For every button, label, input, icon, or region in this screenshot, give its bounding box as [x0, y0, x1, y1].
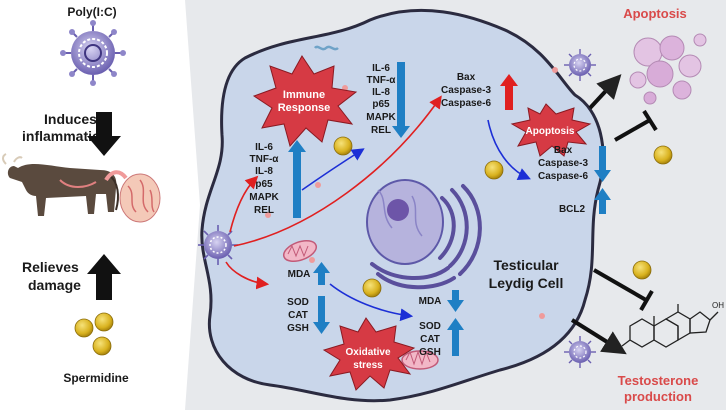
induces-text: Induces [44, 111, 97, 127]
oh-group: OH [712, 301, 724, 310]
promotes-arrow [588, 74, 622, 110]
inflammation-text: inflammation [22, 128, 109, 144]
marker-mapk: MAPK [249, 192, 279, 203]
damage-text: damage [28, 277, 81, 293]
er-icon [370, 184, 482, 290]
marker-il6: IL-6 [372, 63, 390, 74]
marker-cat: CAT [420, 334, 440, 345]
promotes-arrow [570, 318, 627, 355]
oxygen-atom: O [614, 343, 620, 352]
mitochondria-icon [282, 239, 439, 370]
up-arrow-icon [500, 74, 518, 110]
nucleus-icon [366, 179, 444, 265]
virus-icon [564, 336, 596, 368]
marker-caspase3: Caspase-3 [441, 85, 491, 96]
apoptosis-burst-label: Apoptosis [526, 126, 575, 137]
marker-sod: SOD [287, 297, 309, 308]
marker-p65: p65 [255, 179, 273, 190]
polyic-label: Poly(I:C) [67, 5, 116, 19]
relieves-text: Relieves [22, 259, 79, 275]
marker-bax: Bax [457, 72, 476, 83]
spermidine-icon [74, 312, 114, 356]
inflammatory-up-list: IL-6 TNF-α IL-8 p65 MAPK REL [249, 142, 279, 216]
marker-caspase3: Caspase-3 [538, 158, 588, 169]
down-arrow-icon [313, 296, 330, 334]
down-arrow-icon [392, 62, 410, 138]
apoptosis-up-list: Bax Caspase-3 Caspase-6 [441, 72, 491, 109]
virus-icon [60, 20, 126, 86]
down-arrow-icon [594, 146, 611, 182]
marker-tnfa: TNF-α [250, 154, 280, 165]
rna-squiggle-icon [314, 45, 339, 51]
virus-icon [564, 49, 596, 81]
marker-mda: MDA [288, 269, 311, 280]
marker-il8: IL-8 [372, 87, 390, 98]
marker-caspase6: Caspase-6 [538, 171, 588, 182]
oxidative-stress-burst: Oxidative stress [322, 317, 416, 391]
virus-icon [198, 225, 238, 265]
antioxidant-up-list: SOD CAT GSH [419, 321, 441, 358]
oxidative-label: Oxidative [345, 347, 390, 358]
marker-p65: p65 [372, 99, 390, 110]
up-arrow-icon [87, 254, 121, 300]
spermidine-icon [653, 145, 673, 165]
inhibits-arrow [614, 118, 651, 142]
antioxidant-down-list: SOD CAT GSH [287, 297, 309, 334]
marker-bax: Bax [554, 145, 573, 156]
marker-mda: MDA [419, 296, 442, 307]
marker-il8: IL-8 [255, 166, 273, 177]
up-arrow-icon [594, 188, 611, 214]
spermidine-icon [333, 136, 504, 298]
marker-rel: REL [371, 125, 391, 136]
stress-label: stress [353, 360, 383, 371]
marker-mapk: MAPK [366, 112, 396, 123]
inflammatory-down-list: IL-6 TNF-α IL-8 p65 MAPK REL [366, 63, 396, 136]
apoptotic-cells-icon [629, 33, 707, 105]
cell-name-line1: Testicular [493, 257, 559, 273]
spermidine-label: Spermidine [63, 371, 129, 385]
marker-gsh: GSH [419, 347, 441, 358]
marker-il6: IL-6 [255, 142, 273, 153]
marker-gsh: GSH [287, 323, 309, 334]
up-arrow-icon [288, 140, 306, 218]
testosterone-molecule-icon [621, 304, 719, 348]
up-arrow-icon [313, 262, 330, 285]
inhibits-arrow [593, 268, 647, 302]
marker-tnfa: TNF-α [367, 75, 397, 86]
down-arrow-icon [87, 112, 121, 156]
marker-sod: SOD [419, 321, 441, 332]
marker-cat: CAT [288, 310, 308, 321]
marker-rel: REL [254, 205, 274, 216]
immune-label: Immune [283, 89, 325, 101]
down-arrow-icon [447, 290, 464, 312]
response-label: Response [278, 102, 331, 114]
cell-name-line2: Leydig Cell [489, 275, 564, 291]
immune-response-burst: Immune Response [252, 55, 358, 148]
spermidine-icon [632, 260, 652, 280]
testis-icon [104, 170, 161, 223]
marker-bcl2: BCL2 [559, 204, 586, 215]
testosterone-title-line1: Testosterone [618, 373, 699, 388]
up-arrow-icon [447, 318, 464, 356]
apoptosis-down-list: Bax Caspase-3 Caspase-6 [538, 145, 588, 182]
pathway-arrows [225, 95, 531, 322]
apoptosis-burst: Apoptosis [510, 103, 592, 157]
bull-icon [2, 153, 119, 216]
marker-caspase6: Caspase-6 [441, 98, 491, 109]
apoptosis-outcome-title: Apoptosis [623, 6, 687, 21]
testosterone-title-line2: production [624, 389, 692, 404]
